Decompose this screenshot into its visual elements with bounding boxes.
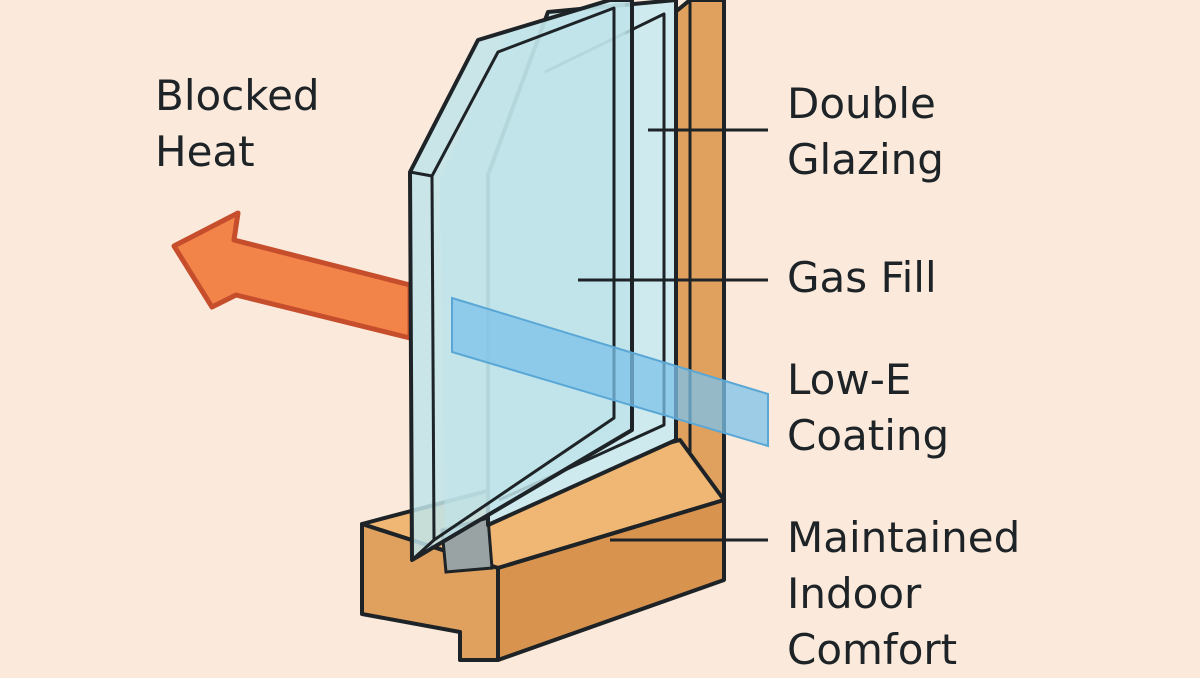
label-maintained-comfort: Maintained Indoor Comfort (787, 510, 1020, 678)
label-gas-fill-line1: Gas Fill (787, 253, 937, 302)
label-double-glazing-line1: Double (787, 79, 936, 128)
label-blocked-heat-line2: Heat (155, 127, 255, 176)
label-maintained-comfort-line3: Comfort (787, 625, 958, 674)
low-e-coating-band (451, 296, 769, 448)
label-low-e-coating: Low-E Coating (787, 352, 949, 464)
label-double-glazing-line2: Glazing (787, 135, 944, 184)
blocked-heat-arrow (171, 210, 413, 341)
label-low-e-coating-line2: Coating (787, 411, 950, 460)
label-blocked-heat: Blocked Heat (155, 68, 320, 180)
label-maintained-comfort-line1: Maintained (787, 513, 1021, 562)
label-double-glazing: Double Glazing (787, 76, 944, 188)
label-gas-fill: Gas Fill (787, 250, 937, 306)
label-blocked-heat-line1: Blocked (155, 71, 320, 120)
label-low-e-coating-line1: Low-E (787, 355, 912, 404)
label-maintained-comfort-line2: Indoor (787, 569, 922, 618)
